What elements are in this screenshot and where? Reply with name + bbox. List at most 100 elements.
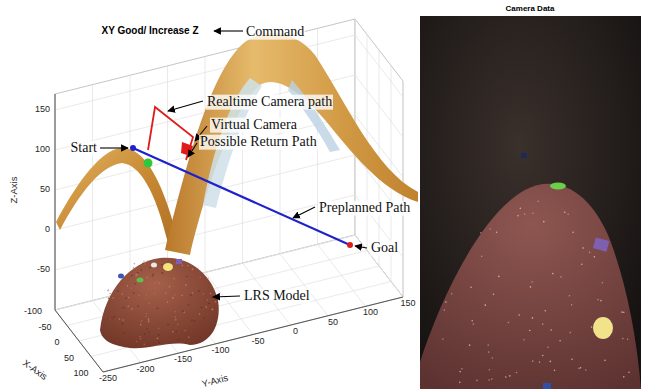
tick-label: -250 [99,374,117,383]
point-speck [148,331,150,333]
point-speck [542,323,544,325]
tick-label: 0 [293,327,298,336]
point-speck [155,282,157,284]
point-speck [487,344,489,346]
point-speck [547,347,549,349]
point-speck [173,278,175,280]
marker-dot [151,263,157,268]
point-speck [530,286,532,288]
point-speck [172,297,174,299]
point-speck [182,310,184,312]
virtual-camera [181,142,193,156]
tick-label: 100 [73,369,88,378]
tick-label: -50 [37,265,50,274]
point-speck [594,256,596,258]
point-speck [136,341,138,343]
point-speck [589,252,591,254]
tick-label: -100 [24,307,42,316]
point-speck [181,295,183,297]
point-speck [199,313,201,315]
camera-image [420,16,641,389]
point-speck [537,201,539,203]
point-speck [571,358,573,360]
point-speck [517,215,519,217]
point-speck [161,272,163,274]
point-speck [516,372,518,374]
point-speck [476,380,478,382]
point-speck [127,305,129,307]
lrs-model [100,258,219,349]
tick-label: 50 [40,185,50,194]
point-speck [144,264,146,266]
point-speck [139,336,141,338]
point-speck [205,306,207,308]
marker-dot [543,383,551,389]
preplanned-path [133,148,350,245]
grid-line [280,254,328,316]
tick-label: 100 [363,309,378,318]
grid-line [92,85,93,301]
point-speck [137,272,139,274]
point-speck [489,369,491,371]
point-speck [108,297,110,299]
point-speck [122,319,124,321]
point-speck [112,297,114,299]
point-speck [172,331,174,333]
point-speck [126,285,128,287]
callout-label: Possible Return Path [199,135,318,150]
point-speck [569,332,571,334]
point-speck [158,327,160,329]
point-speck [131,308,133,310]
point-speck [143,260,145,262]
axis-label: Z-Axis [9,177,19,204]
point-speck [212,308,214,310]
point-speck [461,368,463,370]
tick-label: 50 [64,354,74,363]
goal-dot [347,242,353,248]
axis-label: X-Axis [21,358,49,382]
point-speck [188,304,190,306]
point-speck [459,382,461,384]
point-speck [471,320,473,322]
point-speck [148,303,150,305]
point-speck [212,309,214,311]
marker-dot [593,237,609,251]
tick-label: -100 [211,346,229,355]
point-speck [175,319,177,321]
callout-label: Start [70,141,98,156]
point-speck [188,336,190,338]
point-speck [211,297,213,299]
tick-label: 0 [54,338,59,347]
point-speck [215,297,217,299]
point-speck [191,320,193,322]
leader-line [100,147,128,148]
marker-dot [521,153,527,158]
point-speck [201,307,203,309]
point-speck [492,357,494,359]
point-speck [203,317,205,319]
grid-line [355,235,403,297]
point-speck [509,375,511,377]
point-speck [152,273,154,275]
point-speck [544,310,546,312]
grid-line [55,94,56,310]
point-speck [131,275,133,277]
point-speck [621,311,623,313]
callout-label: Command [245,25,305,40]
point-speck [140,324,142,326]
point-speck [167,301,169,303]
point-speck [123,332,125,334]
point-speck [119,318,121,320]
point-speck [137,305,139,307]
point-speck [572,231,574,233]
point-speck [134,283,136,285]
point-speck [121,293,123,295]
point-speck [571,304,573,306]
point-speck [559,340,561,342]
point-speck [532,317,534,319]
point-speck [481,255,483,257]
point-speck [480,232,482,234]
point-speck [591,326,593,328]
point-speck [496,231,498,233]
point-speck [133,267,135,269]
